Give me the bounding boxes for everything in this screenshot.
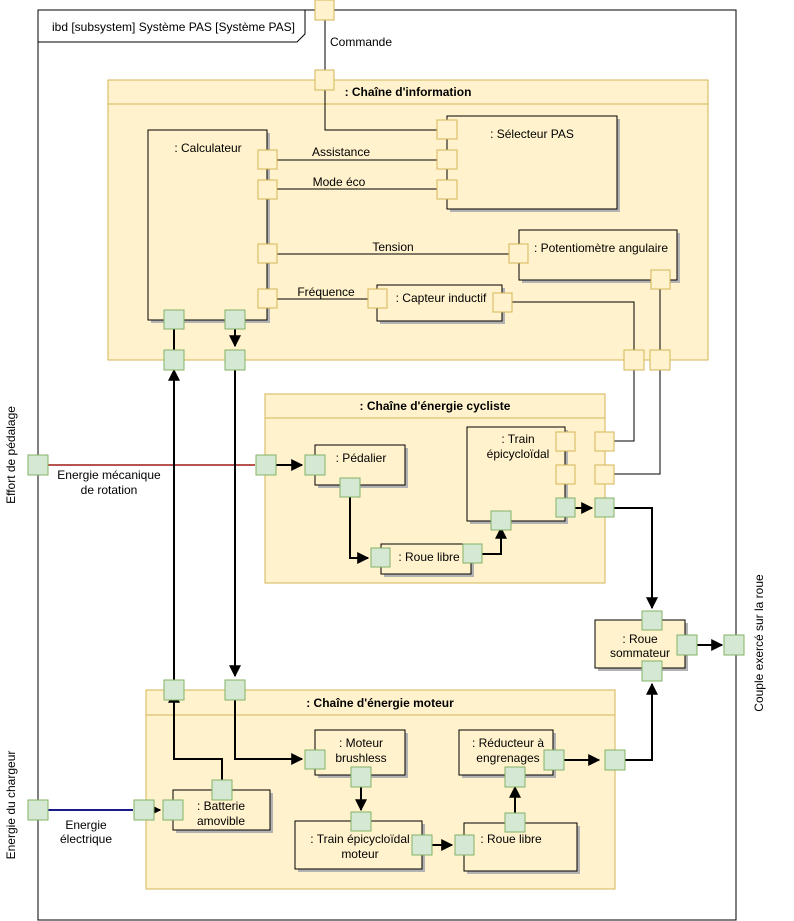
train-label-1: : Train bbox=[501, 432, 534, 446]
external-commande: Commande bbox=[330, 35, 392, 49]
capteur-label: : Capteur inductif bbox=[396, 291, 487, 305]
reducteur-label-1: : Réducteur à bbox=[472, 736, 544, 750]
moteur-label-2: brushless bbox=[335, 751, 386, 765]
flow-frequence: Fréquence bbox=[297, 285, 355, 299]
frame-label: ibd [subsystem] Système PAS [Système PAS… bbox=[52, 20, 295, 34]
flow-mode-eco: Mode éco bbox=[313, 175, 366, 189]
train-moteur-label-2: moteur bbox=[341, 847, 378, 861]
train-moteur-label-1: : Train épicycloïdal bbox=[310, 832, 409, 846]
block-roue-libre-cycliste: : Roue libre bbox=[380, 543, 474, 577]
roue-somm-label-1: : Roue bbox=[622, 632, 658, 646]
group-info-title: : Chaîne d'information bbox=[345, 85, 472, 99]
info-connectors bbox=[277, 20, 661, 475]
selecteur-label: : Sélecteur PAS bbox=[490, 127, 574, 141]
group-moteur-title: : Chaîne d'énergie moteur bbox=[306, 696, 454, 710]
flow-assistance: Assistance bbox=[312, 145, 370, 159]
roue-somm-label-2: sommateur bbox=[610, 646, 670, 660]
energy-flows bbox=[48, 311, 724, 851]
block-potentiometre: : Potentiomètre angulaire bbox=[518, 229, 680, 283]
flow-meca-2: de rotation bbox=[81, 483, 138, 497]
block-selecteur-pas: : Sélecteur PAS bbox=[446, 115, 620, 212]
block-pedalier: : Pédalier bbox=[314, 444, 408, 488]
info-ports bbox=[257, 0, 671, 485]
batterie-label-1: : Batterie bbox=[197, 799, 245, 813]
calculateur-label: : Calculateur bbox=[174, 141, 241, 155]
block-capteur-inductif: : Capteur inductif bbox=[376, 284, 505, 324]
batterie-label-2: amovible bbox=[197, 814, 245, 828]
flow-tension: Tension bbox=[372, 240, 413, 254]
reducteur-label-2: engrenages bbox=[476, 751, 539, 765]
flow-elec-1: Energie bbox=[65, 818, 107, 832]
flow-meca-1: Energie mécanique bbox=[57, 468, 161, 482]
potentiometre-label: : Potentiomètre angulaire bbox=[534, 241, 668, 255]
roue-libre-cycliste-label: : Roue libre bbox=[398, 550, 460, 564]
flow-elec-2: électrique bbox=[60, 832, 112, 846]
block-calculateur: : Calculateur bbox=[147, 129, 270, 323]
train-label-2: épicycloïdal bbox=[487, 447, 550, 461]
block-roue-sommateur: : Roue sommateur bbox=[594, 619, 688, 671]
block-roue-libre-moteur: : Roue libre bbox=[463, 822, 580, 874]
external-effort: Effort de pédalage bbox=[4, 406, 18, 504]
energy-ports bbox=[27, 309, 745, 856]
external-chargeur: Energie du chargeur bbox=[4, 751, 18, 860]
roue-libre-moteur-label: : Roue libre bbox=[480, 832, 542, 846]
external-couple: Couple exercé sur la roue bbox=[752, 574, 766, 712]
block-reducteur: : Réducteur à engrenages bbox=[458, 729, 556, 778]
block-train-epicycloidal: : Train épicycloïdal bbox=[466, 426, 568, 524]
group-cycliste-title: : Chaîne d'énergie cycliste bbox=[360, 399, 511, 413]
block-train-moteur: : Train épicycloïdal moteur bbox=[294, 820, 425, 872]
moteur-label-1: : Moteur bbox=[339, 736, 383, 750]
pedalier-label: : Pédalier bbox=[336, 451, 387, 465]
